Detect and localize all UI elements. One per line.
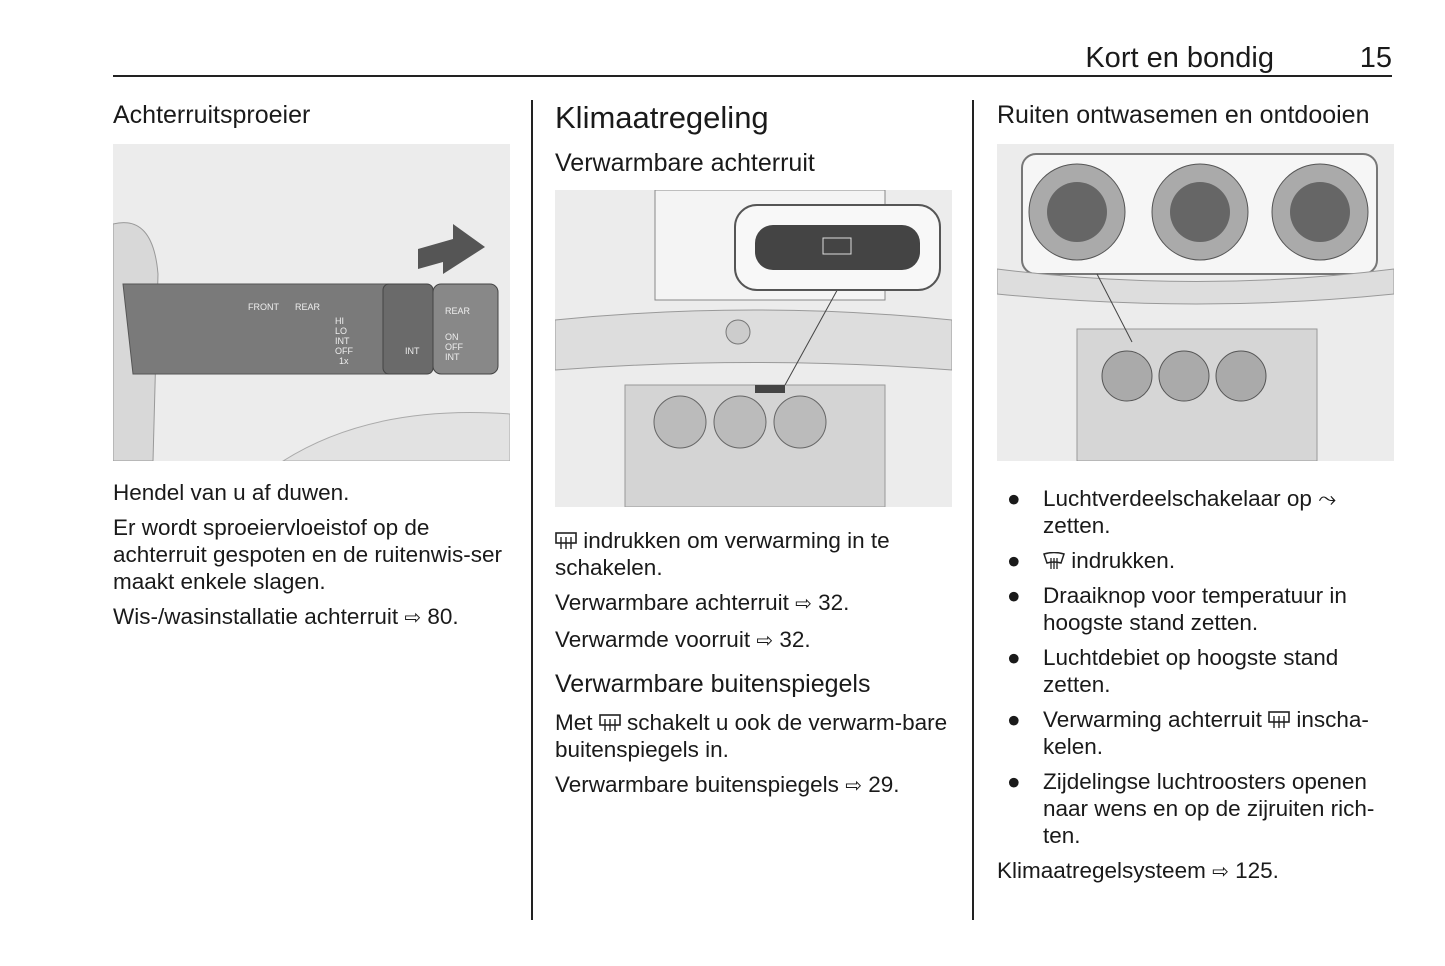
fig-label: HI — [335, 316, 344, 326]
fig-label: INT — [405, 346, 420, 356]
column-defog: Ruiten ontwasemen en ontdooien ●Luchtver… — [997, 100, 1394, 894]
fig-label: REAR — [445, 306, 471, 316]
section-heading: Ruiten ontwasemen en ontdooien — [997, 101, 1370, 129]
windscreen-defrost-icon — [1043, 552, 1065, 569]
chapter-heading: Klimaatregeling — [555, 100, 769, 135]
column-rear-washer: Achterruitsproeier FRONT REAR HI LO INT … — [113, 100, 510, 640]
instruction-text: Hendel van u af duwen. — [113, 480, 350, 505]
column-climate: Klimaatregeling Verwarmbare achterruit i… — [555, 100, 952, 808]
arrow-ref-icon: ⇨ — [756, 630, 774, 652]
rear-window-heating-icon — [598, 714, 621, 731]
cross-reference[interactable]: Verwarmbare buitenspiegels ⇨ 29. — [555, 772, 900, 797]
fig-label: REAR — [295, 302, 321, 312]
arrow-ref-icon: ⇨ — [795, 593, 812, 615]
section-heading: Achterruitsproeier — [113, 101, 311, 129]
list-item: ●Verwarming achterruit inscha-kelen. — [1007, 707, 1369, 759]
rear-window-heating-icon — [1268, 711, 1290, 728]
windscreen-airflow-icon: ⤳ — [1318, 486, 1337, 511]
list-item: ●Luchtverdeelschakelaar op ⤳ zetten. — [1007, 486, 1337, 538]
climate-controls-illustration — [997, 144, 1394, 461]
cross-reference[interactable]: Wis-/wasinstallatie achterruit ⇨ 80. — [113, 604, 459, 629]
fig-label: OFF — [335, 346, 353, 356]
body-text: Er wordt sproeiervloeistof op de achterr… — [113, 515, 502, 594]
fig-label: 1x — [339, 356, 349, 366]
cross-reference[interactable]: Klimaatregelsysteem ⇨ 125. — [997, 858, 1279, 883]
arrow-ref-icon: ⇨ — [1212, 861, 1229, 883]
list-item: ● indrukken. — [1007, 548, 1176, 573]
arrow-ref-icon: ⇨ — [845, 775, 862, 797]
column-divider — [972, 100, 974, 920]
wiper-lever-illustration: FRONT REAR HI LO INT OFF 1x INT REAR ON … — [113, 144, 510, 461]
subheading: Verwarmbare achterruit — [555, 149, 815, 177]
list-item: ●Draaiknop voor temperatuur in hoogste s… — [1007, 583, 1347, 635]
list-item: ●Luchtdebiet op hoogste stand zetten. — [1007, 645, 1339, 697]
fig-label: INT — [335, 336, 350, 346]
page-number: 15 — [1359, 42, 1392, 74]
fig-label: LO — [335, 326, 347, 336]
defog-steps-list: ●Luchtverdeelschakelaar op ⤳ zetten. ● i… — [997, 485, 1393, 849]
section-title: Kort en bondig — [1085, 42, 1274, 74]
column-divider — [531, 100, 533, 920]
page-header: Kort en bondig 15 — [113, 40, 1392, 77]
cross-reference[interactable]: Verwarmbare achterruit ⇨ 32. — [555, 590, 850, 615]
fig-label: INT — [445, 352, 460, 362]
instruction-text: indrukken om verwarming in te schakelen. — [555, 528, 890, 580]
fig-label: OFF — [445, 342, 463, 352]
fig-label: ON — [445, 332, 459, 342]
arrow-ref-icon: ⇨ — [404, 607, 422, 629]
fig-label: FRONT — [248, 302, 279, 312]
rear-window-heating-icon — [555, 532, 577, 549]
cross-reference[interactable]: Verwarmde voorruit ⇨ 32. — [555, 627, 811, 652]
body-text: Met schakelt u ook de verwarm-bare buite… — [555, 710, 948, 762]
list-item: ●Zijdelingse luchtroosters openen naar w… — [1007, 769, 1375, 848]
subheading: Verwarmbare buitenspiegels — [555, 670, 871, 698]
rear-defrost-illustration — [555, 190, 952, 507]
